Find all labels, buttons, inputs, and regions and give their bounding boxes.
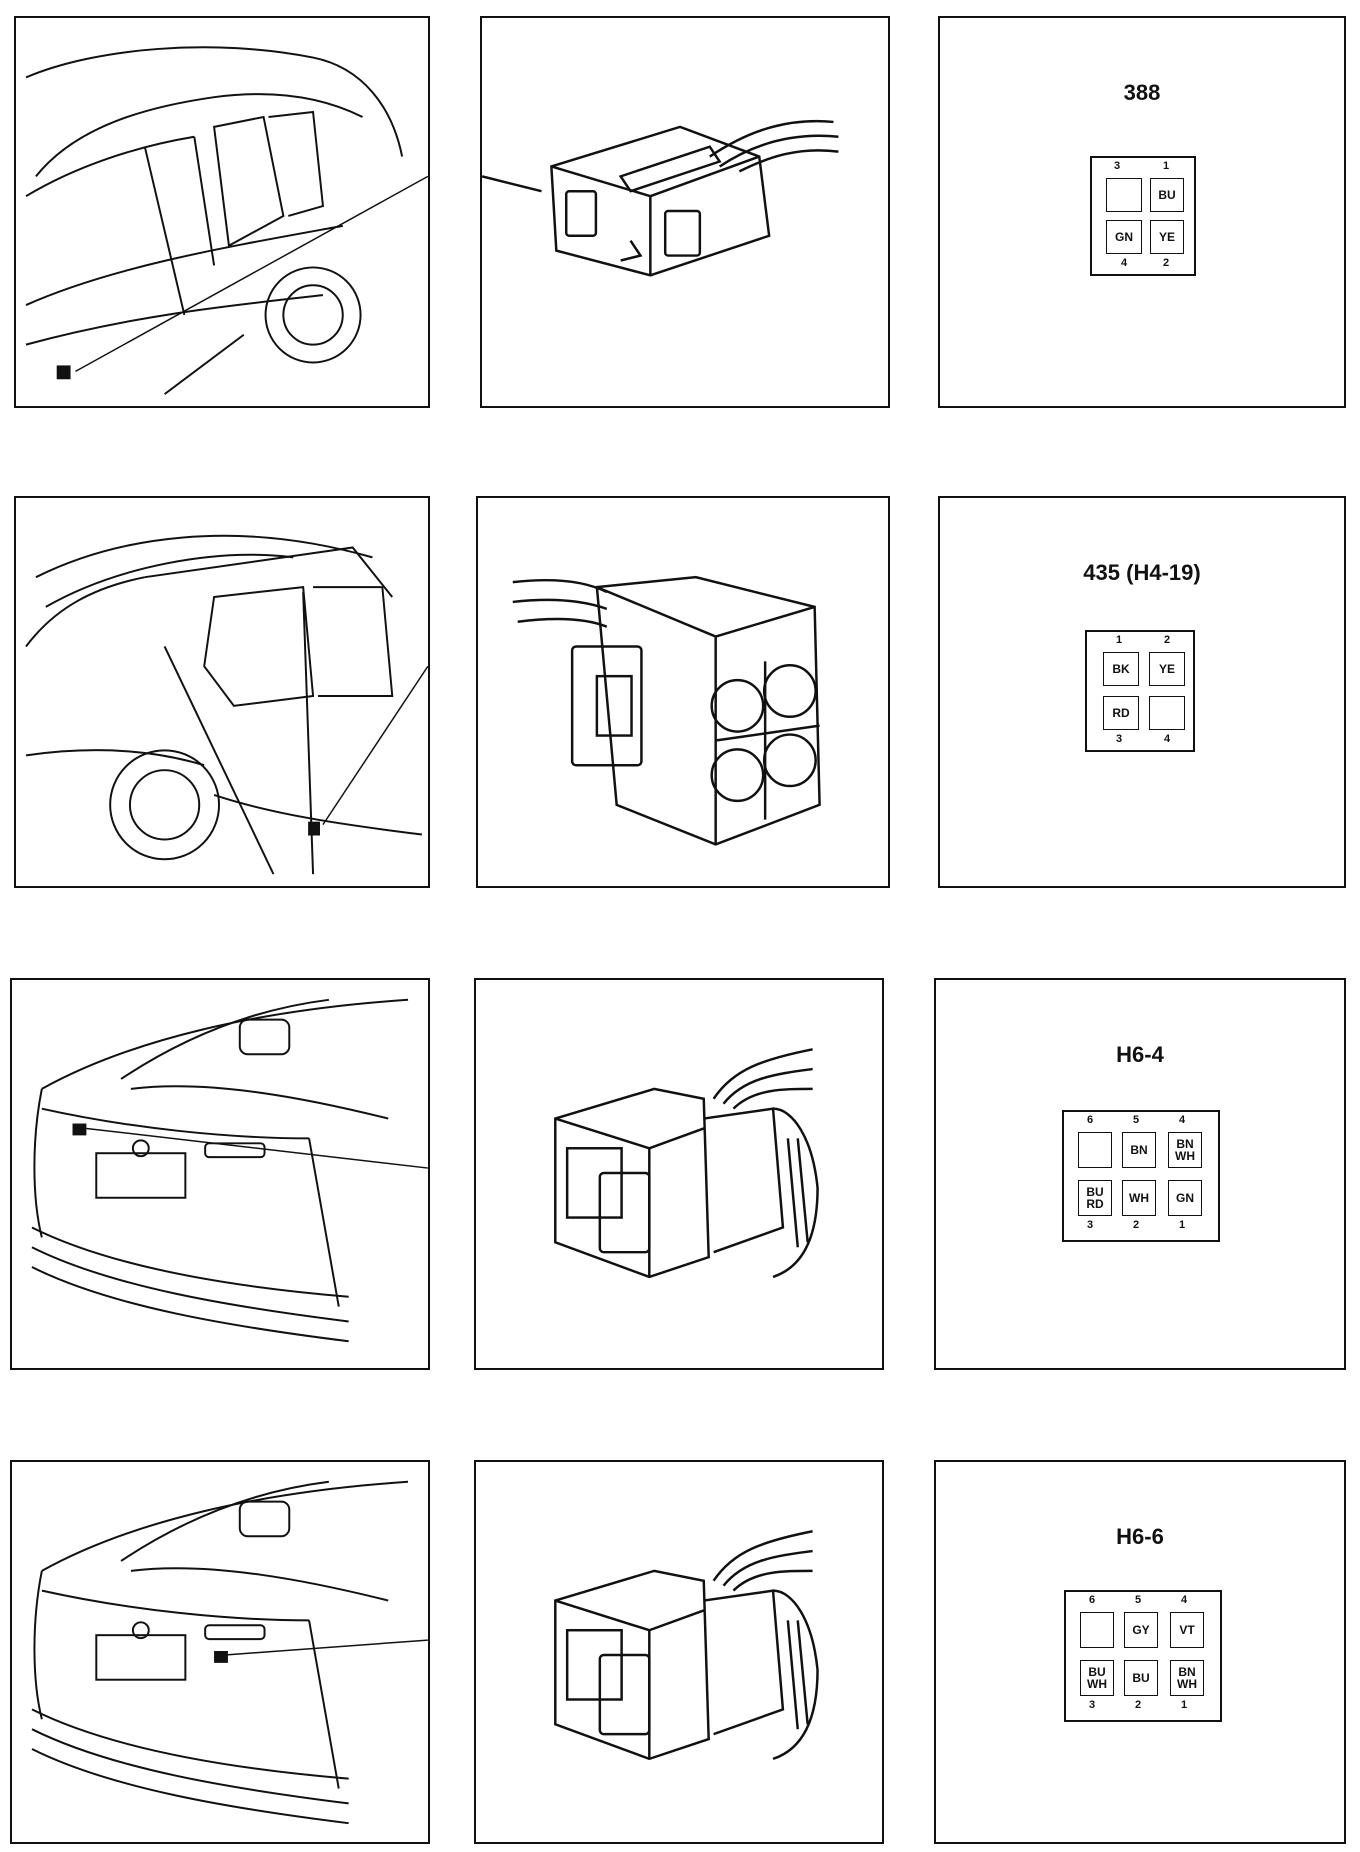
- pin-number: 3: [1113, 160, 1121, 172]
- vehicle-location-view-4: [10, 1460, 430, 1844]
- pin-cavity: VT: [1170, 1612, 1204, 1648]
- connector-6pin-housing-illustration: [554, 1530, 819, 1761]
- pin-number: 3: [1115, 733, 1123, 745]
- connector-view-1: [480, 16, 890, 408]
- connector-view-4: [474, 1460, 884, 1844]
- pin-cavity: [1080, 1612, 1114, 1648]
- pin-cavity: RD: [1103, 696, 1139, 730]
- connector-title: 435 (H4-19): [1083, 560, 1201, 585]
- pin-cavity: BU: [1124, 1660, 1158, 1696]
- pin-cavity: BK: [1103, 652, 1139, 686]
- pin-number: 4: [1163, 733, 1171, 745]
- connector-view-2: [476, 496, 890, 888]
- connector-title: 388: [1123, 80, 1161, 105]
- pin-cavity: [1078, 1132, 1112, 1168]
- pin-cavity: YE: [1150, 220, 1184, 254]
- pin-cavity: BU WH: [1080, 1660, 1114, 1696]
- pin-cavity: BN WH: [1170, 1660, 1204, 1696]
- pin-number: 6: [1088, 1594, 1096, 1606]
- pin-number: 1: [1180, 1699, 1188, 1711]
- car-side-rear-illustration: [25, 46, 428, 395]
- pin-cavity: BU RD: [1078, 1180, 1112, 1216]
- pin-grid-4: 1 2 BK YE RD 3 4: [1085, 630, 1195, 752]
- connector-6pin-housing-illustration: [554, 1048, 819, 1279]
- pin-number: 2: [1162, 257, 1170, 269]
- pinout-panel-2: 435 (H4-19) 1 2 BK YE RD 3 4: [938, 496, 1346, 888]
- pinout-panel-1: 388 3 1 BU GN YE 4 2: [938, 16, 1346, 408]
- pin-number: 6: [1086, 1114, 1094, 1126]
- pinout-panel-4: H6-6 6 5 4 GY VT BU WH BU BN WH 3 2 1: [934, 1460, 1346, 1844]
- pin-number: 3: [1088, 1699, 1096, 1711]
- pin-number: 4: [1120, 257, 1128, 269]
- pin-cavity: [1106, 178, 1142, 212]
- pinout-panel-3: H6-4 6 5 4 BN BN WH BU RD WH GN 3 2 1: [934, 978, 1346, 1370]
- pin-number: 2: [1163, 634, 1171, 646]
- car-side-front-illustration: [25, 534, 428, 875]
- vehicle-location-view-2: [14, 496, 430, 888]
- vehicle-location-view-3: [10, 978, 430, 1370]
- pin-cavity: [1149, 696, 1185, 730]
- pin-grid-6: 6 5 4 BN BN WH BU RD WH GN 3 2 1: [1062, 1110, 1220, 1242]
- pin-number: 1: [1162, 160, 1170, 172]
- pin-number: 2: [1132, 1219, 1140, 1231]
- pin-grid-6: 6 5 4 GY VT BU WH BU BN WH 3 2 1: [1064, 1590, 1222, 1722]
- pin-number: 5: [1132, 1114, 1140, 1126]
- pin-cavity: BU: [1150, 178, 1184, 212]
- pin-number: 4: [1180, 1594, 1188, 1606]
- connector-4pin-housing-illustration: [482, 119, 839, 277]
- connector-4way-socket-illustration: [512, 575, 821, 846]
- pin-grid-4: 3 1 BU GN YE 4 2: [1090, 156, 1196, 276]
- pin-cavity: GN: [1168, 1180, 1202, 1216]
- pin-cavity: GN: [1106, 220, 1142, 254]
- pin-cavity: BN WH: [1168, 1132, 1202, 1168]
- pin-cavity: GY: [1124, 1612, 1158, 1648]
- connector-title: H6-6: [1116, 1524, 1164, 1549]
- connector-title: H6-4: [1116, 1042, 1164, 1067]
- car-rear-trunk-illustration: [31, 1480, 428, 1825]
- pin-cavity: WH: [1122, 1180, 1156, 1216]
- pin-cavity: YE: [1149, 652, 1185, 686]
- car-rear-trunk-illustration: [31, 998, 428, 1343]
- pin-cavity: BN: [1122, 1132, 1156, 1168]
- pin-number: 5: [1134, 1594, 1142, 1606]
- pin-number: 1: [1178, 1219, 1186, 1231]
- pin-number: 2: [1134, 1699, 1142, 1711]
- vehicle-location-view-1: [14, 16, 430, 408]
- connector-view-3: [474, 978, 884, 1370]
- pin-number: 4: [1178, 1114, 1186, 1126]
- pin-number: 3: [1086, 1219, 1094, 1231]
- pin-number: 1: [1115, 634, 1123, 646]
